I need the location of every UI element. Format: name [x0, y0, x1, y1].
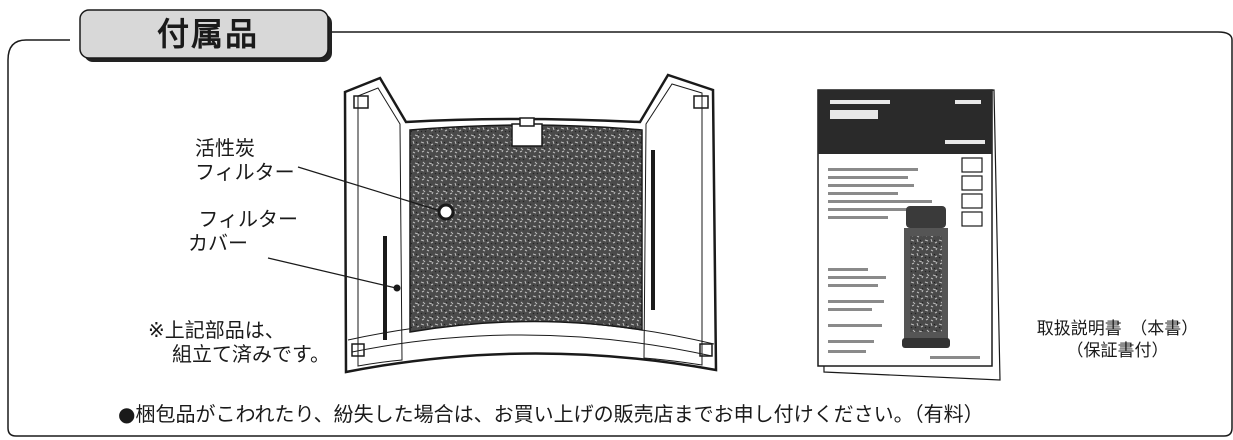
- charcoal-pointer: [437, 203, 455, 221]
- filter-tab: [511, 123, 543, 147]
- charcoal-filter-label: 活性炭 フィルター: [195, 136, 295, 184]
- manual-caption: 取扱説明書 （本書） （保証書付）: [1036, 319, 1199, 361]
- filter-cover-label: フィルター カバー: [188, 207, 298, 255]
- charcoal-filter: [409, 124, 643, 333]
- instruction-manual: [817, 89, 1001, 381]
- section-title: 付属品: [156, 15, 259, 53]
- section-frame: [7, 31, 1233, 437]
- air-purifier-image: [902, 206, 950, 348]
- preassembled-note: ※上記部品は、 組立て済みです。: [148, 318, 330, 366]
- cover-pointer: [393, 284, 401, 292]
- section-tab: [79, 9, 329, 59]
- footer-note: ●梱包品がこわれたり、紛失した場合は、お買い上げの販売店までお申し付けください。…: [118, 402, 984, 426]
